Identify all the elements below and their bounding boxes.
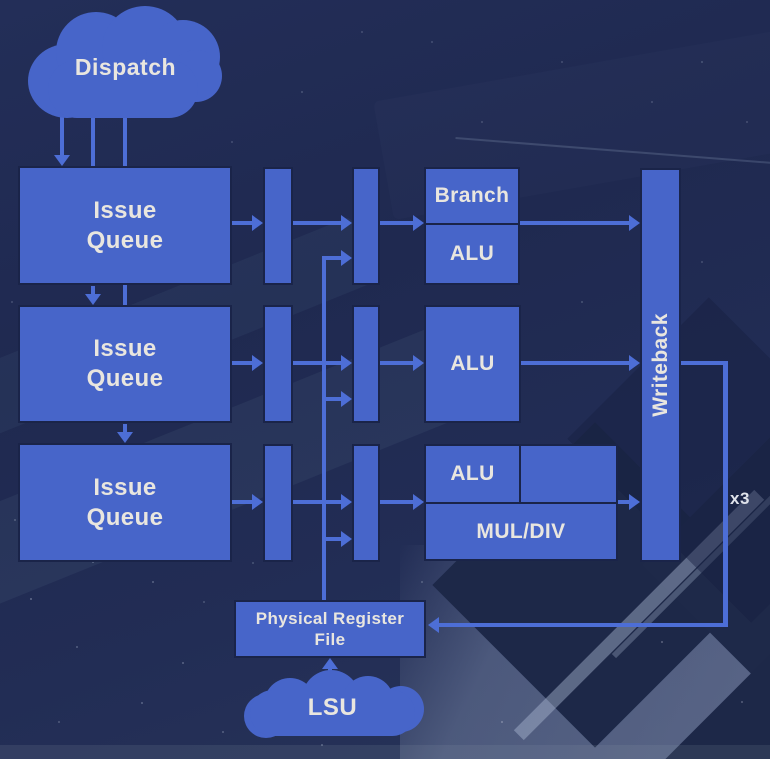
arrow-prf-reg2-row3 [326, 531, 352, 547]
line-dispatch-iq1 [123, 106, 127, 166]
arrow-reg2-branch [380, 215, 424, 231]
issue-queue-3: Issue Queue [18, 443, 232, 562]
issue-queue-1-line1: Issue [93, 196, 157, 224]
x3-text: x3 [730, 489, 750, 508]
issue-queue-3-line2: Queue [86, 503, 164, 531]
branch-label: Branch [434, 184, 510, 207]
pipeline-register [352, 167, 380, 285]
solar-panel-dark [654, 614, 770, 759]
issue-queue-2-line1: Issue [93, 335, 157, 362]
arrow-reg1-reg2-row1 [293, 215, 352, 231]
arrow-iq1-reg1 [232, 215, 263, 231]
lsu-cloud: LSU [240, 668, 425, 744]
arrow-exec3-writeback [618, 494, 640, 510]
lsu-text: LSU [307, 694, 358, 721]
line-prf-operand-bus [322, 256, 326, 600]
arrow-reg2-exec3 [380, 494, 424, 510]
arrow-iq3-reg1 [232, 494, 263, 510]
cloud-shape [250, 690, 415, 736]
unlabeled-unit [519, 444, 618, 504]
alu-unit-row2: ALU [424, 305, 521, 423]
cloud-shape [48, 60, 198, 118]
physical-register-file: Physical Register File [234, 600, 426, 658]
pipeline-register [352, 444, 380, 562]
satellite-antenna-line [455, 137, 770, 165]
lsu-label: LSU [240, 668, 425, 744]
mul-div-label: MUL/DIV [476, 519, 566, 543]
feedback-line-top [681, 361, 728, 365]
line-dispatch-iq1 [91, 106, 95, 166]
alu-row3-label: ALU [450, 462, 495, 485]
starfield [0, 0, 2, 2]
branch-unit: Branch [424, 167, 520, 225]
arrow-reg1-reg2-row2 [293, 355, 352, 371]
feedback-line-right [723, 361, 728, 627]
background-photo-slate [400, 545, 770, 759]
line-iq1-iq2 [123, 285, 127, 305]
arrow-dispatch-iq1 [54, 104, 70, 166]
alu-row2-label: ALU [450, 352, 495, 375]
dispatch-text: Dispatch [74, 53, 177, 80]
alu-unit-row3: ALU [424, 444, 521, 504]
feedback-arrow-into-prf [428, 617, 728, 633]
issue-queue-1-line2: Queue [86, 226, 164, 254]
arrow-iq2-reg1 [232, 355, 263, 371]
pipeline-register [263, 167, 293, 285]
x3-label: x3 [730, 489, 750, 509]
arrow-alu2-writeback [521, 355, 640, 371]
alu-unit-row1: ALU [424, 223, 520, 285]
arrow-prf-reg2-row2 [326, 391, 352, 407]
prf-line1: Physical Register [255, 608, 405, 628]
pipeline-register [263, 305, 293, 423]
dispatch-label: Dispatch [28, 6, 223, 128]
arrow-prf-reg2-row1 [322, 250, 352, 266]
dispatch-cloud: Dispatch [28, 6, 223, 128]
background-bottom-fade [0, 745, 770, 759]
issue-queue-3-line1: Issue [93, 473, 157, 501]
pipeline-register [263, 444, 293, 562]
arrow-reg1-reg2-row3 [293, 494, 352, 510]
arrow-reg2-alu2 [380, 355, 424, 371]
issue-queue-2-line2: Queue [86, 365, 164, 392]
arrow-branch-writeback [520, 215, 640, 231]
pipeline-register [352, 305, 380, 423]
arrow-iq2-iq3 [117, 424, 133, 443]
writeback-bar: Writeback [640, 168, 681, 562]
mul-div-unit: MUL/DIV [424, 502, 618, 561]
prf-line2: File [314, 630, 346, 649]
alu-row1-label: ALU [449, 242, 495, 265]
issue-queue-1: Issue Queue [18, 166, 232, 285]
arrow-iq1-iq2 [85, 286, 101, 305]
issue-queue-2: Issue Queue [18, 305, 232, 423]
writeback-label: Writeback [648, 313, 672, 417]
